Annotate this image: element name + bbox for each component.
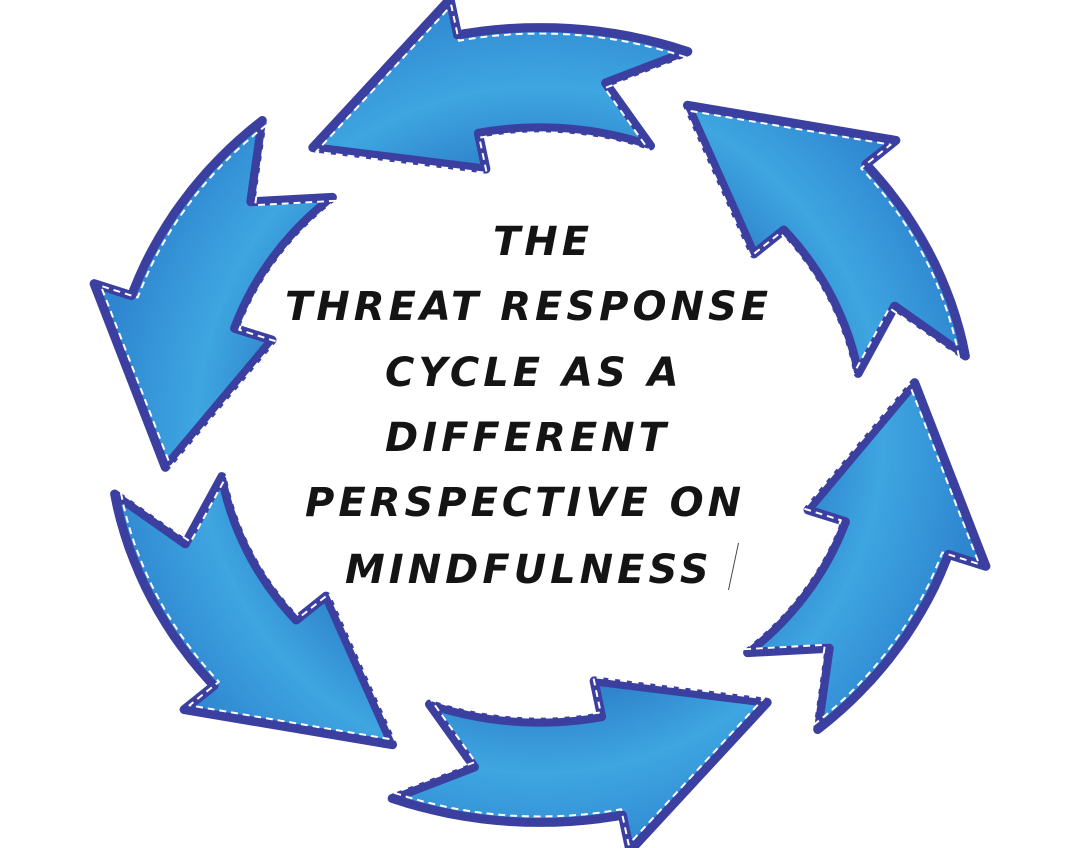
cycle-arrow-6: [683, 100, 970, 378]
title-line-3: CYCLE AS A: [385, 350, 683, 396]
title-line-4: DIFFERENT: [385, 415, 670, 461]
title-line-1: THE: [493, 219, 594, 265]
cycle-arrows: [89, 0, 991, 848]
title-line-2: THREAT RESPONSE: [285, 284, 773, 330]
cycle-arrow-1: [308, 0, 693, 174]
cycle-arrow-stitch-2: [99, 124, 337, 468]
cycle-arrow-stitch-6: [684, 109, 961, 376]
cycle-arrow-4: [387, 676, 772, 848]
title-line-6: MINDFULNESS: [345, 547, 713, 593]
cycle-arrow-stitch-3: [119, 474, 396, 741]
cycle-arrow-stitch-5: [743, 382, 981, 726]
cycle-arrow-3: [110, 472, 397, 750]
title-line-5: PERSPECTIVE ON: [305, 480, 746, 526]
cycle-arrow-5: [743, 378, 991, 734]
